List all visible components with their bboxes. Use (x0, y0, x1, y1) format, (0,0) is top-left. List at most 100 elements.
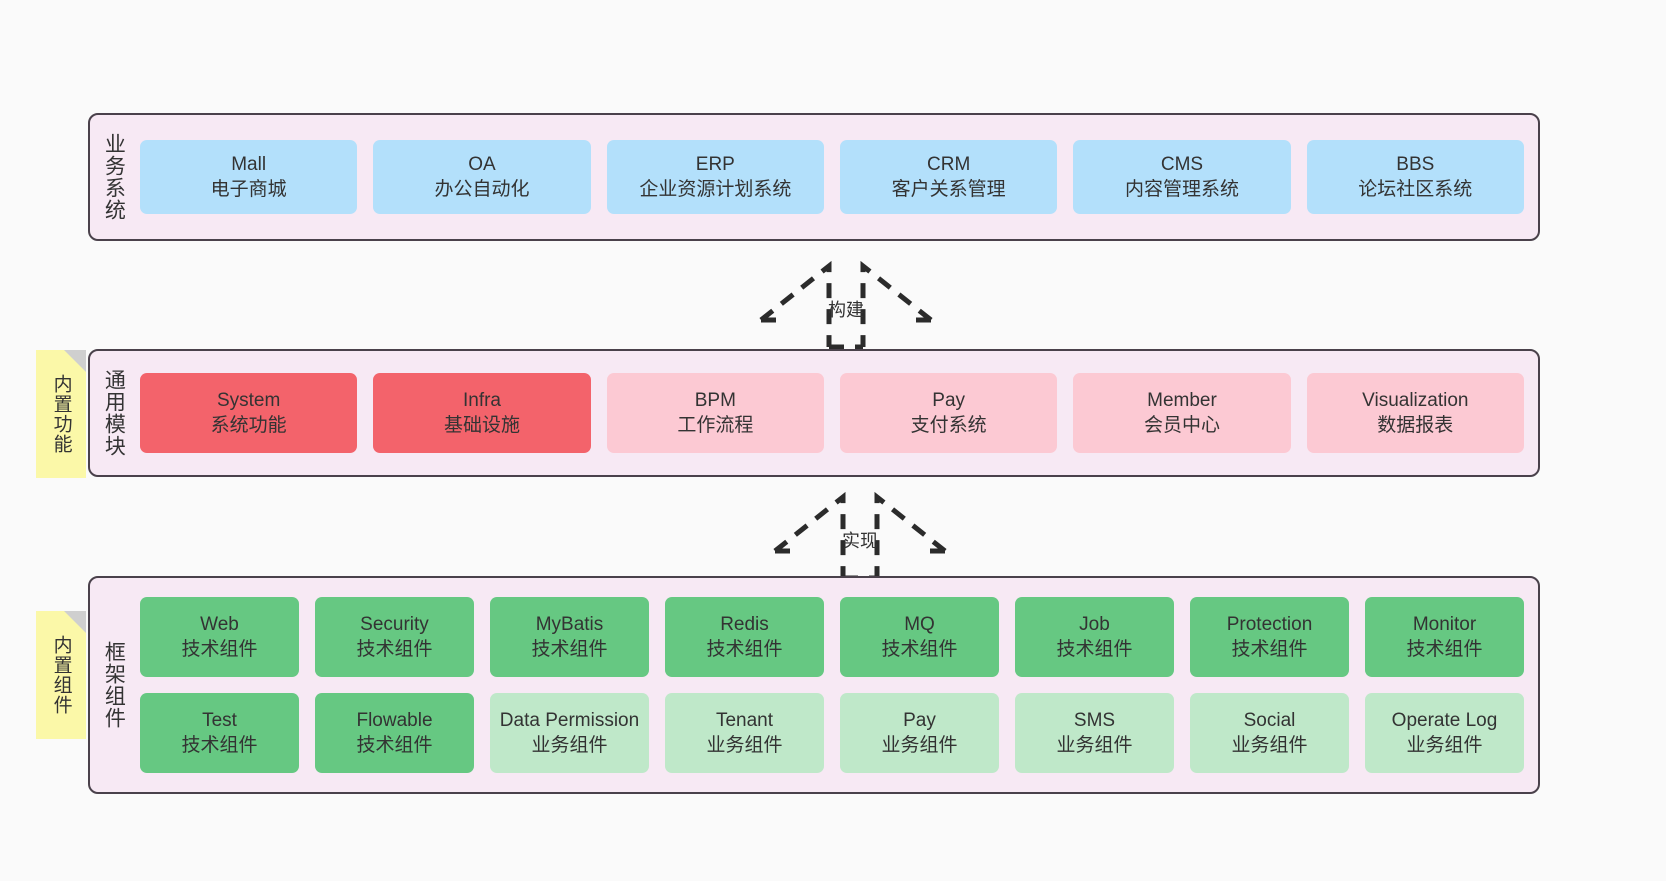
layer-body-frame: Web 技术组件 Security 技术组件 MyBatis 技术组件 Redi… (136, 578, 1538, 792)
tile-title: Member (1147, 389, 1217, 411)
tile-title: Infra (462, 389, 501, 411)
tile-subtitle: 数据报表 (1377, 415, 1454, 436)
tile-row: System 系统功能 Infra 基础设施 BPM 工作流程 Pay 支付系统… (140, 373, 1524, 453)
tile-title: MyBatis (535, 613, 604, 635)
tile-social[interactable]: Social 业务组件 (1190, 693, 1349, 773)
tile-title: Visualization (1362, 389, 1469, 411)
tile-data-permission[interactable]: Data Permission 业务组件 (490, 693, 649, 773)
tile-subtitle: 技术组件 (356, 639, 433, 660)
tile-mq[interactable]: MQ 技术组件 (840, 597, 999, 677)
layer-common-module: 通用模块 System 系统功能 Infra 基础设施 BPM 工作流程 Pay… (88, 349, 1540, 477)
tile-security[interactable]: Security 技术组件 (315, 597, 474, 677)
dashed-up-arrow-icon (759, 260, 933, 350)
layer-business-system: 业务系统 Mall 电子商城 OA 办公自动化 ERP 企业资源计划系统 CRM… (88, 113, 1540, 241)
tile-test[interactable]: Test 技术组件 (140, 693, 299, 773)
tile-title: SMS (1073, 709, 1116, 731)
tile-subtitle: 业务组件 (531, 735, 608, 756)
tile-bpm[interactable]: BPM 工作流程 (606, 373, 824, 453)
tile-row: Test 技术组件 Flowable 技术组件 Data Permission … (140, 693, 1524, 773)
tile-title: Social (1243, 709, 1296, 731)
tile-subtitle: 客户关系管理 (891, 179, 1006, 200)
tile-subtitle: 业务组件 (1406, 735, 1483, 756)
tile-system[interactable]: System 系统功能 (140, 373, 358, 453)
tile-tenant[interactable]: Tenant 业务组件 (665, 693, 824, 773)
tile-monitor[interactable]: Monitor 技术组件 (1365, 597, 1524, 677)
tile-redis[interactable]: Redis 技术组件 (665, 597, 824, 677)
note-fold-corner-icon (64, 611, 86, 633)
tile-flowable[interactable]: Flowable 技术组件 (315, 693, 474, 773)
tile-subtitle: 办公自动化 (434, 179, 530, 200)
tile-cms[interactable]: CMS 内容管理系统 (1073, 140, 1291, 214)
tile-bbs[interactable]: BBS 论坛社区系统 (1306, 140, 1524, 214)
tile-infra[interactable]: Infra 基础设施 (373, 373, 591, 453)
tile-subtitle: 技术组件 (706, 639, 783, 660)
tile-title: Pay (932, 389, 966, 411)
tile-title: Monitor (1412, 613, 1477, 635)
tile-subtitle: 支付系统 (910, 415, 987, 436)
tile-title: Security (360, 613, 429, 635)
tile-subtitle: 电子商城 (210, 179, 287, 200)
note-fold-corner-icon (64, 350, 86, 372)
layer-body-common: System 系统功能 Infra 基础设施 BPM 工作流程 Pay 支付系统… (136, 351, 1538, 475)
arrow-build: 构建 (756, 258, 936, 352)
tile-title: Mall (231, 153, 267, 175)
tile-job[interactable]: Job 技术组件 (1015, 597, 1174, 677)
tile-title: Protection (1226, 613, 1313, 635)
note-builtin-component: 内置组件 (36, 611, 86, 739)
layer-title-frame: 框架组件 (102, 641, 126, 729)
tile-subtitle: 业务组件 (1056, 735, 1133, 756)
tile-subtitle: 系统功能 (210, 415, 287, 436)
tile-title: Redis (720, 613, 769, 635)
tile-crm[interactable]: CRM 客户关系管理 (839, 140, 1058, 214)
tile-subtitle: 技术组件 (356, 735, 433, 756)
tile-title: OA (468, 153, 496, 175)
tile-operate-log[interactable]: Operate Log 业务组件 (1365, 693, 1524, 773)
tile-web[interactable]: Web 技术组件 (140, 597, 299, 677)
tile-subtitle: 企业资源计划系统 (639, 179, 792, 200)
tile-row: Mall 电子商城 OA 办公自动化 ERP 企业资源计划系统 CRM 客户关系… (140, 140, 1524, 214)
tile-pay-component[interactable]: Pay 业务组件 (840, 693, 999, 773)
tile-subtitle: 技术组件 (181, 735, 258, 756)
tile-protection[interactable]: Protection 技术组件 (1190, 597, 1349, 677)
tile-subtitle: 业务组件 (1231, 735, 1308, 756)
tile-title: CRM (927, 153, 971, 175)
tile-mybatis[interactable]: MyBatis 技术组件 (490, 597, 649, 677)
note-label: 内置功能 (50, 374, 72, 454)
tile-title: Flowable (356, 709, 433, 731)
dashed-up-arrow-icon (773, 491, 947, 581)
tile-subtitle: 业务组件 (881, 735, 958, 756)
tile-title: Tenant (715, 709, 774, 731)
tile-title: Operate Log (1391, 709, 1498, 731)
layer-body-business: Mall 电子商城 OA 办公自动化 ERP 企业资源计划系统 CRM 客户关系… (136, 115, 1538, 239)
tile-erp[interactable]: ERP 企业资源计划系统 (606, 140, 824, 214)
tile-subtitle: 基础设施 (443, 415, 520, 436)
tile-title: Job (1079, 613, 1110, 635)
tile-mall[interactable]: Mall 电子商城 (140, 140, 358, 214)
tile-subtitle: 工作流程 (677, 415, 754, 436)
tile-pay-module[interactable]: Pay 支付系统 (839, 373, 1058, 453)
tile-title: Web (200, 613, 239, 635)
tile-oa[interactable]: OA 办公自动化 (373, 140, 591, 214)
tile-title: Data Permission (499, 709, 640, 731)
tile-title: ERP (695, 153, 735, 175)
tile-subtitle: 技术组件 (881, 639, 958, 660)
tile-title: MQ (904, 613, 935, 635)
tile-subtitle: 技术组件 (531, 639, 608, 660)
tile-visualization[interactable]: Visualization 数据报表 (1306, 373, 1524, 453)
tile-title: BPM (694, 389, 736, 411)
layer-framework-component: 框架组件 Web 技术组件 Security 技术组件 MyBatis 技术组件… (88, 576, 1540, 794)
tile-subtitle: 论坛社区系统 (1358, 179, 1473, 200)
note-label: 内置组件 (50, 635, 72, 715)
note-builtin-function: 内置功能 (36, 350, 86, 478)
tile-subtitle: 会员中心 (1143, 415, 1220, 436)
tile-title: Test (202, 709, 237, 731)
tile-subtitle: 技术组件 (181, 639, 258, 660)
tile-title: System (216, 389, 281, 411)
arrow-implement: 实现 (770, 489, 950, 583)
tile-title: BBS (1396, 153, 1435, 175)
tile-sms[interactable]: SMS 业务组件 (1015, 693, 1174, 773)
tile-member[interactable]: Member 会员中心 (1073, 373, 1291, 453)
tile-subtitle: 技术组件 (1406, 639, 1483, 660)
tile-subtitle: 内容管理系统 (1124, 179, 1239, 200)
